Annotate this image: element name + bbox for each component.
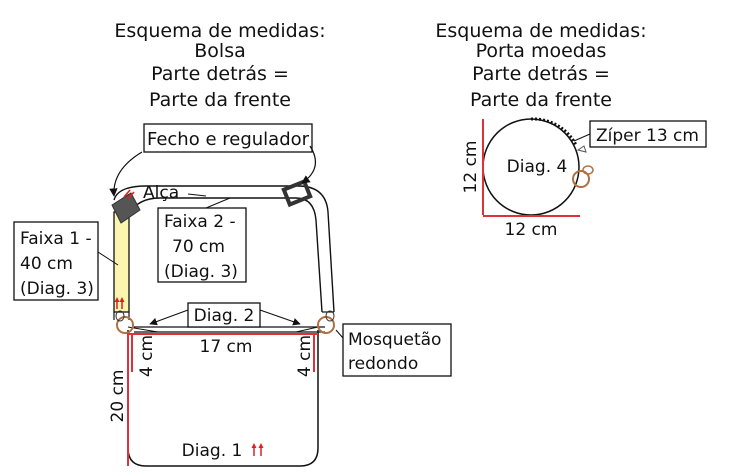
coin-header-line3: Parte detrás =	[472, 63, 610, 85]
width-label: 17 cm	[200, 337, 253, 357]
bag-header-line3: Parte detrás =	[151, 63, 289, 85]
coin-height-label: 12 cm	[461, 141, 481, 194]
zip-arrow	[109, 151, 143, 197]
regulator-arrow	[301, 145, 317, 184]
clasp-label-line1: Mosquetão	[348, 330, 441, 350]
strip2-label-line1: Faixa 2 -	[164, 212, 236, 232]
clasp-label-line2: redondo	[348, 354, 418, 374]
diag2-box	[187, 302, 261, 328]
buckle-regulator	[281, 178, 313, 208]
coin-header-line1: Esquema de medidas:	[435, 20, 646, 42]
strip2-label-line2: 70 cm	[172, 237, 225, 257]
strip1-label-line3: (Diag. 3)	[20, 279, 94, 299]
clip-right	[317, 310, 335, 334]
diag2-label: Diag. 2	[194, 306, 255, 326]
bag-header-line4: Parte da frente	[149, 89, 291, 111]
coin-measure-lines	[482, 119, 580, 217]
strip2-box	[157, 207, 247, 283]
coin-header-line4: Parte da frente	[470, 89, 612, 111]
diag2-arrow-left	[149, 309, 189, 326]
zipper-coin-label: Zíper 13 cm	[596, 126, 699, 146]
diag1-direction-arrows	[251, 443, 264, 456]
bag-header-line2: Bolsa	[194, 40, 245, 62]
zip-regulator-box	[143, 123, 313, 153]
handle-red-marks	[123, 189, 135, 200]
coin-zipper	[530, 117, 578, 146]
handle-label: Alça	[143, 183, 179, 203]
clasp-leader	[335, 329, 344, 339]
zipper-coin-box	[589, 120, 707, 148]
strip1	[113, 211, 130, 313]
corner-right-label: 4 cm	[295, 335, 315, 377]
coin-clip	[572, 145, 594, 188]
bag-header-line1: Esquema de medidas:	[114, 20, 325, 42]
diag2-edge	[127, 326, 325, 333]
strip2-label-line3: (Diag. 3)	[164, 262, 238, 282]
measure-lines	[127, 333, 318, 466]
clasp-box	[342, 323, 452, 377]
bag-header: Esquema de medidas: Bolsa Parte detrás =…	[114, 20, 325, 111]
zipper-coin-leader	[573, 133, 591, 142]
corner-left-label: 4 cm	[137, 335, 157, 377]
coin-width-label: 12 cm	[505, 220, 558, 240]
diag4-label: Diag. 4	[507, 157, 568, 177]
strip1-direction-arrows	[114, 297, 125, 309]
strip1-label-line1: Faixa 1 -	[20, 229, 92, 249]
strip1-leader	[97, 251, 119, 266]
strip1-box	[13, 221, 99, 301]
zip-regulator-label: Fecho e regulador	[147, 129, 310, 150]
clip-left	[115, 310, 134, 334]
strip1-label-line2: 40 cm	[20, 254, 73, 274]
diag2-arrow-right	[259, 309, 301, 326]
height-label: 20 cm	[108, 370, 128, 423]
handle-leader	[187, 193, 207, 197]
coin-header: Esquema de medidas: Porta moedas Parte d…	[435, 20, 646, 111]
strip2-leader	[205, 197, 231, 209]
coin-header-line2: Porta moedas	[476, 40, 607, 62]
diag1-label: Diag. 1	[182, 441, 243, 461]
